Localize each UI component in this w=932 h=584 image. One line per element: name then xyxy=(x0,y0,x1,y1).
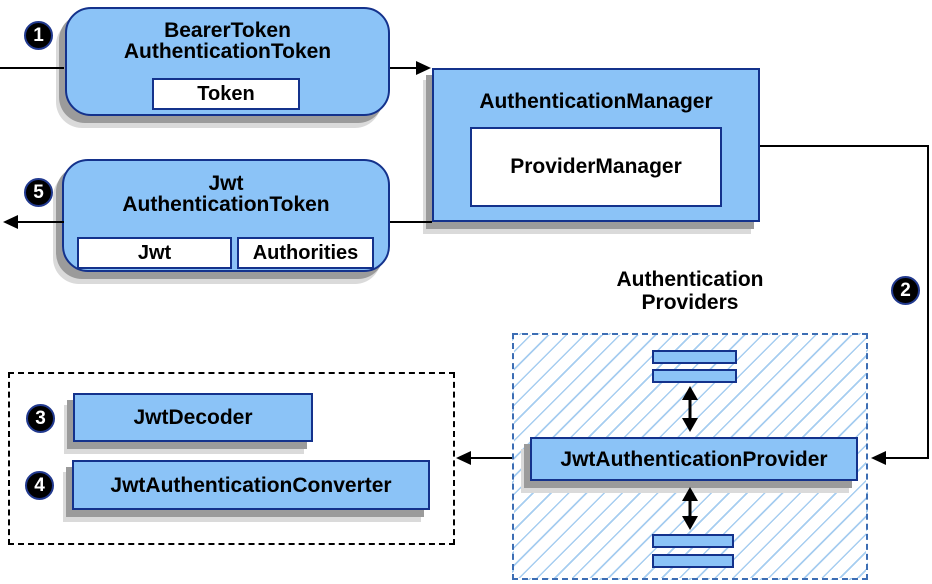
bearer-token-authentication-token-node: BearerToken AuthenticationToken Token xyxy=(65,7,390,116)
provider-slots-bottom-double-arrow xyxy=(682,487,698,530)
jwt-decoder-node: JwtDecoder xyxy=(73,393,313,442)
provider-slot-bar xyxy=(652,554,734,568)
jwt-authentication-converter-label: JwtAuthenticationConverter xyxy=(110,473,392,497)
provider-to-decoder-arrow xyxy=(456,451,512,465)
provider-manager-label: ProviderManager xyxy=(510,155,682,178)
manager-to-provider-arrow xyxy=(760,145,929,465)
bearer-to-manager-arrow xyxy=(390,61,431,75)
jwt-token-title-line2: AuthenticationToken xyxy=(122,193,330,216)
provider-slot-bar xyxy=(652,369,737,383)
jwt-authentication-token-node: Jwt AuthenticationToken Jwt Authorities xyxy=(62,159,390,272)
step-4-badge: 4 xyxy=(25,471,54,500)
step-2-badge: 2 xyxy=(891,276,920,305)
jwt-decoder-label: JwtDecoder xyxy=(133,406,253,429)
jwt-authentication-provider-label: JwtAuthenticationProvider xyxy=(560,447,828,471)
step-1-badge: 1 xyxy=(24,21,53,50)
token-field-box: Token xyxy=(152,78,300,110)
authentication-providers-label-line1: Authentication xyxy=(616,268,764,291)
authentication-providers-label: Authentication Providers xyxy=(512,268,868,314)
token-field-label: Token xyxy=(197,82,255,105)
provider-slots-top-double-arrow xyxy=(682,386,698,432)
authorities-field-label: Authorities xyxy=(252,241,359,264)
jwt-authentication-provider-node: JwtAuthenticationProvider xyxy=(530,437,858,481)
step-5-badge: 5 xyxy=(24,178,53,207)
authentication-manager-title: AuthenticationManager xyxy=(479,90,713,113)
authentication-manager-node: AuthenticationManager ProviderManager xyxy=(432,68,760,222)
provider-slot-bar xyxy=(652,534,734,548)
jwt-field-box: Jwt xyxy=(77,237,232,269)
outgoing-result-arrow xyxy=(3,215,64,229)
provider-slot-bar xyxy=(652,350,737,364)
provider-manager-box: ProviderManager xyxy=(470,127,722,207)
bearer-token-title-line2: AuthenticationToken xyxy=(123,40,332,63)
bearer-token-title-line1: BearerToken xyxy=(164,19,291,42)
step-3-badge: 3 xyxy=(26,404,55,433)
authorities-field-box: Authorities xyxy=(237,237,374,269)
authentication-providers-label-line2: Providers xyxy=(641,291,739,314)
jwt-token-title-line1: Jwt xyxy=(208,172,244,195)
jwt-authentication-converter-node: JwtAuthenticationConverter xyxy=(72,460,430,510)
jwt-field-label: Jwt xyxy=(137,241,172,264)
